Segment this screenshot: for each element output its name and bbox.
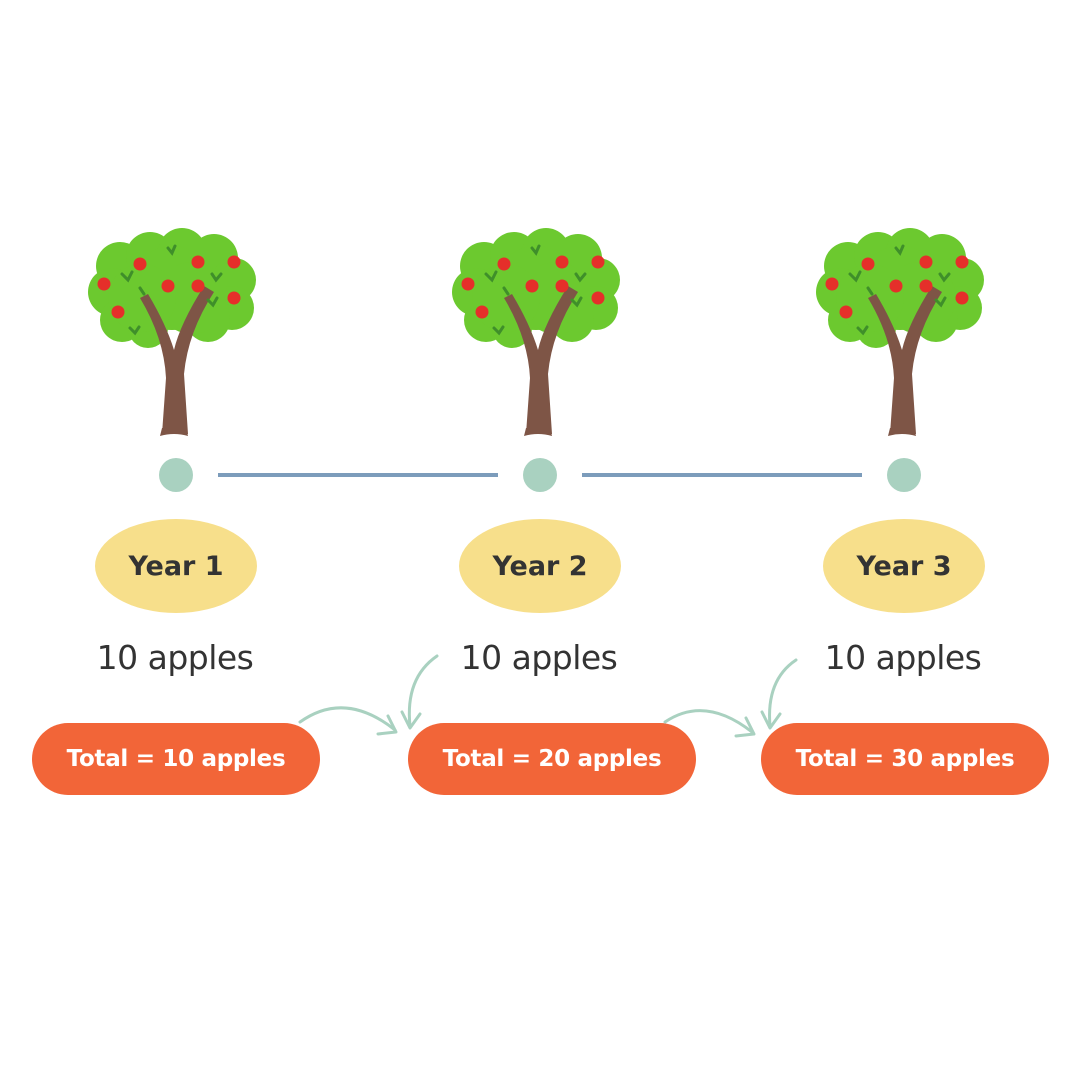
arrow-head [734, 716, 756, 738]
arrow-head [376, 714, 398, 736]
apple-tree-icon [450, 228, 622, 438]
total-year-1: Total = 10 apples [32, 723, 320, 795]
arrow-head [400, 710, 422, 730]
timeline-node-year-2 [523, 458, 557, 492]
arrow-head [760, 710, 782, 730]
timeline-node-year-3 [887, 458, 921, 492]
apples-count-year-1: 10 apples [96, 638, 254, 677]
year-label-3: Year 3 [823, 519, 985, 613]
timeline-line-2-3 [582, 473, 862, 477]
apples-count-year-3: 10 apples [824, 638, 982, 677]
timeline-line-1-2 [218, 473, 498, 477]
apple-tree-year-1 [82, 228, 262, 440]
timeline-node-year-1 [159, 458, 193, 492]
total-year-3: Total = 30 apples [761, 723, 1049, 795]
apples-count-year-2: 10 apples [460, 638, 618, 677]
year-label-1: Year 1 [95, 519, 257, 613]
apple-tree-icon [814, 228, 986, 438]
apple-tree-year-2 [446, 228, 626, 440]
apple-tree-year-3 [810, 228, 990, 440]
year-label-2: Year 2 [459, 519, 621, 613]
apple-tree-icon [86, 228, 258, 438]
arrow-total-1-to-2 [298, 706, 397, 732]
total-year-2: Total = 20 apples [408, 723, 696, 795]
